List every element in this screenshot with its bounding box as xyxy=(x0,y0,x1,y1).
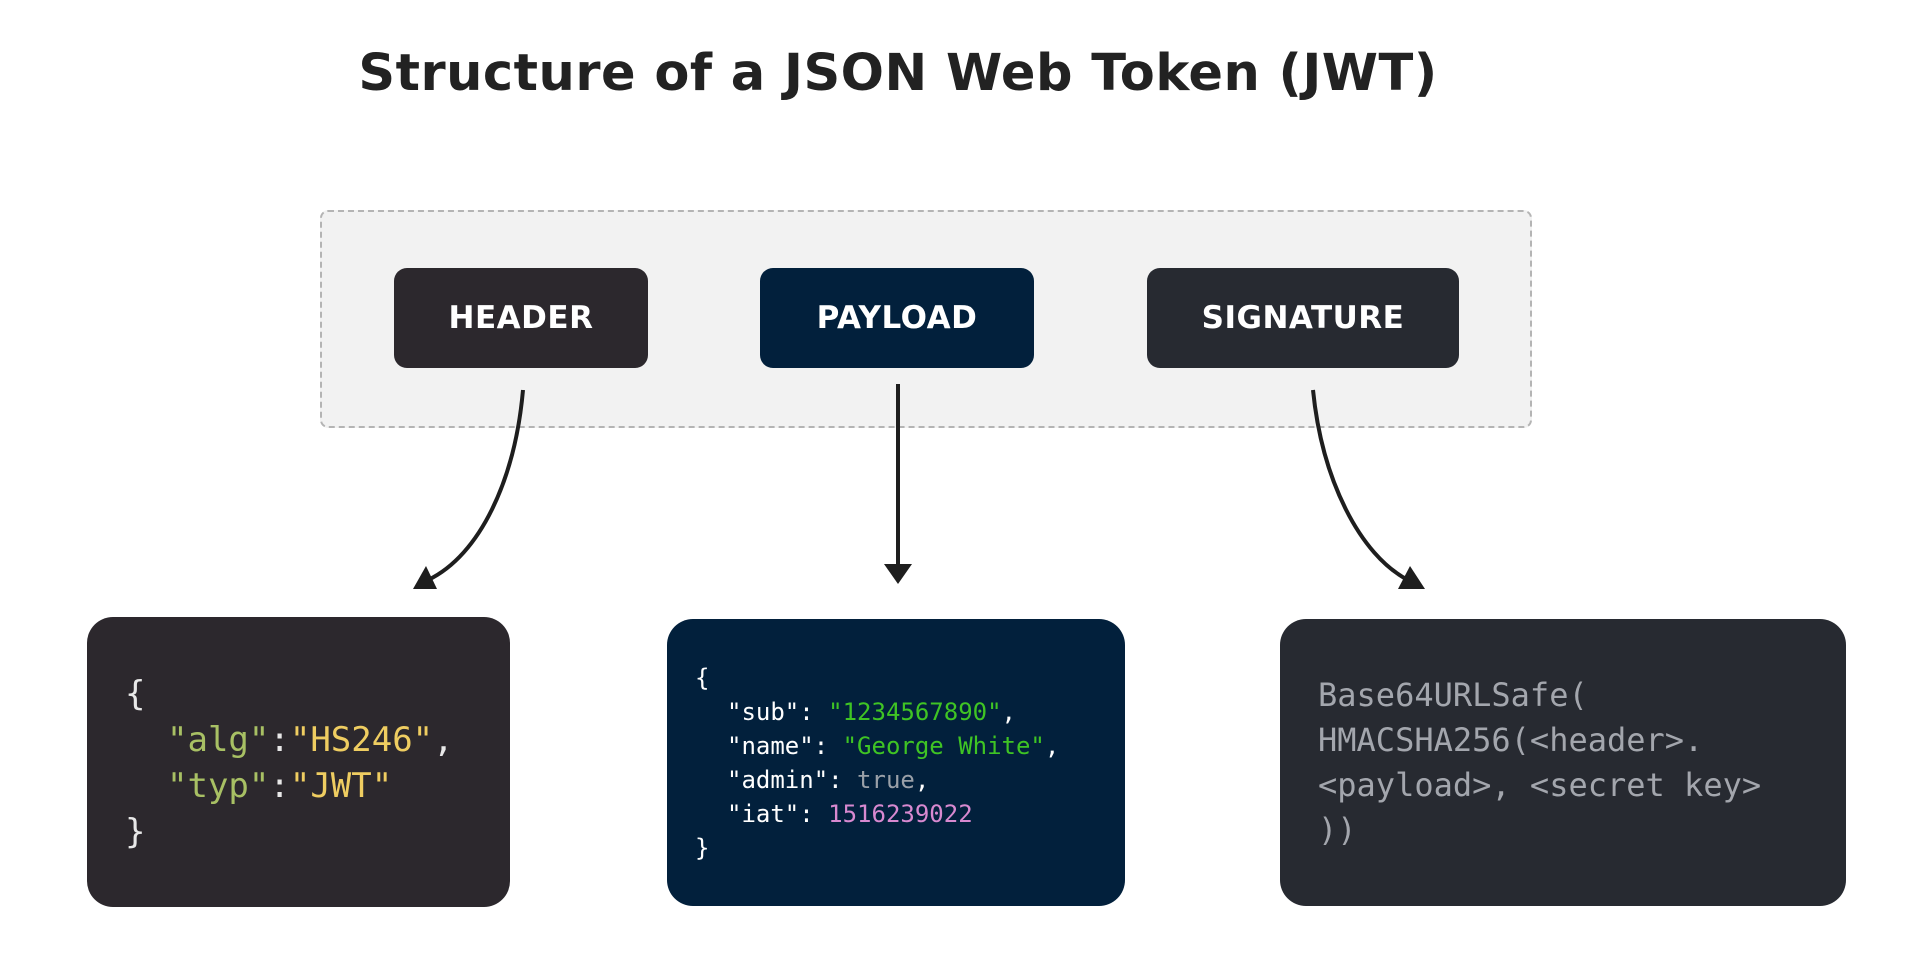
header-alg-key: "alg" xyxy=(167,720,270,760)
payload-sub-value: "1234567890" xyxy=(828,698,1002,726)
payload-name-key: "name": xyxy=(727,732,843,760)
payload-admin-key: "admin": xyxy=(727,766,858,794)
payload-sub-line: "sub": "1234567890", xyxy=(695,695,1125,729)
header-typ-value: "JWT" xyxy=(289,766,393,806)
payload-name-value: "George White" xyxy=(842,732,1045,760)
payload-iat-key: "iat": xyxy=(727,800,829,828)
signature-line-2: HMACSHA256(<header>. xyxy=(1318,721,1704,759)
payload-json-card: {"sub": "1234567890","name": "George Whi… xyxy=(667,619,1125,906)
header-block: HEADER xyxy=(394,268,648,368)
header-alg-line: "alg":"HS246", xyxy=(125,717,510,763)
payload-name-comma: , xyxy=(1044,732,1060,760)
payload-sub-comma: , xyxy=(1001,698,1016,726)
signature-line-1: Base64URLSafe( xyxy=(1318,676,1588,714)
header-alg-sep: : xyxy=(269,720,290,760)
payload-iat-value: 1516239022 xyxy=(828,800,973,828)
signature-formula-card: Base64URLSafe( HMACSHA256(<header>. <paylo… xyxy=(1280,619,1846,906)
header-arrowhead xyxy=(413,566,437,589)
header-open-brace: { xyxy=(125,674,146,714)
header-typ-sep: : xyxy=(269,766,290,806)
payload-block: PAYLOAD xyxy=(760,268,1034,368)
payload-name-line: "name": "George White", xyxy=(695,729,1125,763)
header-alg-value: "HS246" xyxy=(289,720,434,760)
signature-line-3: <payload>, <secret key> xyxy=(1318,766,1762,804)
payload-sub-key: "sub": xyxy=(727,698,829,726)
payload-admin-value: true xyxy=(857,766,915,794)
header-close-brace: } xyxy=(125,812,146,852)
page-title: Structure of a JSON Web Token (JWT) xyxy=(358,44,1438,103)
header-json-card: {"alg":"HS246","typ":"JWT"} xyxy=(87,617,510,907)
payload-close-brace: } xyxy=(695,834,710,862)
header-arrow xyxy=(427,389,525,582)
header-typ-line: "typ":"JWT" xyxy=(125,763,510,809)
signature-line-4: )) xyxy=(1318,811,1357,849)
header-alg-comma: , xyxy=(433,720,454,760)
header-typ-key: "typ" xyxy=(167,766,270,806)
signature-arrow xyxy=(1311,389,1409,582)
payload-iat-line: "iat": 1516239022 xyxy=(695,797,1125,831)
payload-admin-line: "admin": true, xyxy=(695,763,1125,797)
payload-arrowhead xyxy=(884,564,912,584)
signature-arrowhead xyxy=(1398,566,1425,589)
payload-open-brace: { xyxy=(695,664,710,692)
signature-block: SIGNATURE xyxy=(1147,268,1459,368)
payload-admin-comma: , xyxy=(914,766,930,794)
